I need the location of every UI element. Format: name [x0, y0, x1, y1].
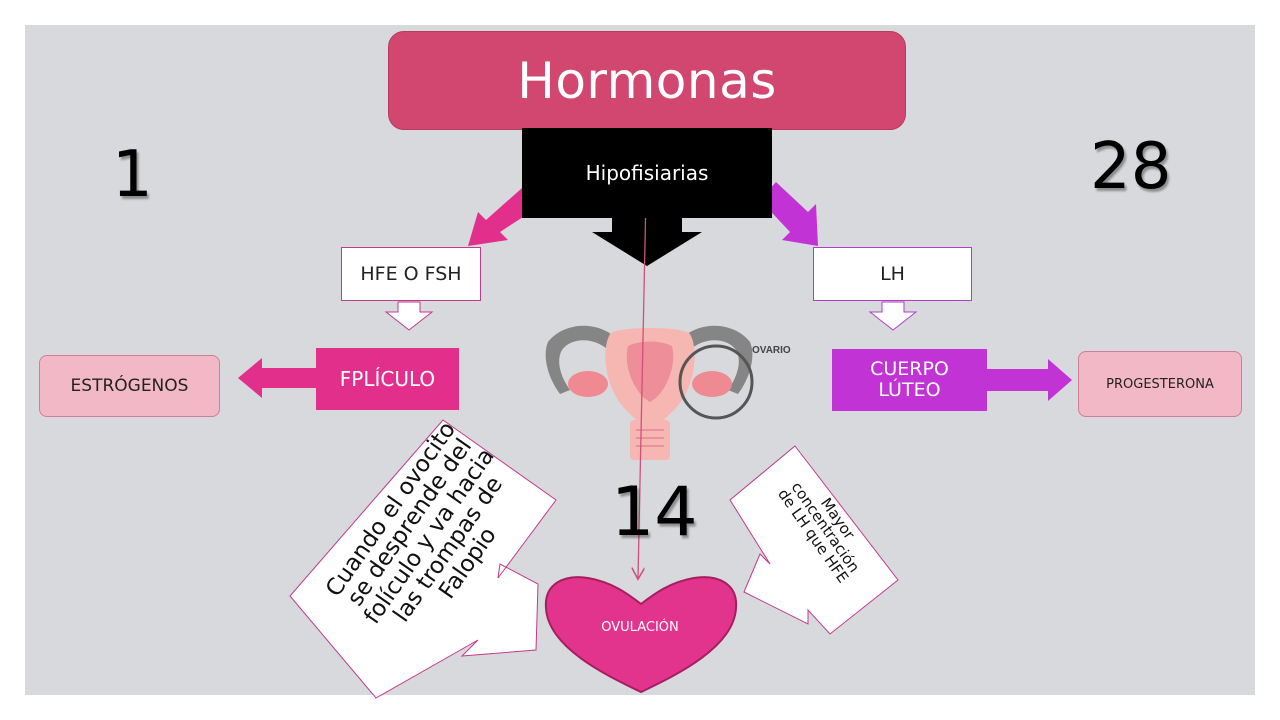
day-number-start: 1: [112, 138, 153, 212]
day-number-end: 28: [1090, 130, 1172, 204]
hormone-box-lh: LH: [813, 247, 972, 301]
hormone-box-hfe: HFE O FSH: [341, 247, 481, 301]
day-number-middle: 14: [611, 473, 698, 552]
arrow-lh-to-cuerpo: [868, 301, 918, 331]
source-box-hipofisiarias: Hipofisiarias: [522, 128, 772, 218]
heart-shape: [544, 576, 738, 694]
ovary-label: OVARIO: [752, 345, 791, 356]
arrow-hfe-to-foliculo: [384, 301, 434, 331]
ovulation-label: OVULACIÓN: [601, 620, 679, 635]
arrow-to-progesterona: [987, 359, 1072, 401]
callout-left-shape: [289, 419, 557, 699]
down-arrow-black: [592, 218, 702, 266]
arrow-to-lh: [760, 182, 818, 246]
callout-right-shape: [729, 445, 899, 635]
structure-box-cuerpo-luteo: CUERPO LÚTEO: [832, 349, 987, 411]
arrow-to-estrogenos: [238, 358, 316, 398]
structure-box-foliculo: FPLÍCULO: [316, 348, 459, 410]
title-banner: Hormonas: [388, 31, 906, 130]
connector-line: [638, 195, 647, 578]
product-box-estrogenos: ESTRÓGENOS: [39, 355, 220, 417]
product-box-progesterona: PROGESTERONA: [1078, 351, 1242, 417]
uterus-illustration: [545, 325, 754, 460]
